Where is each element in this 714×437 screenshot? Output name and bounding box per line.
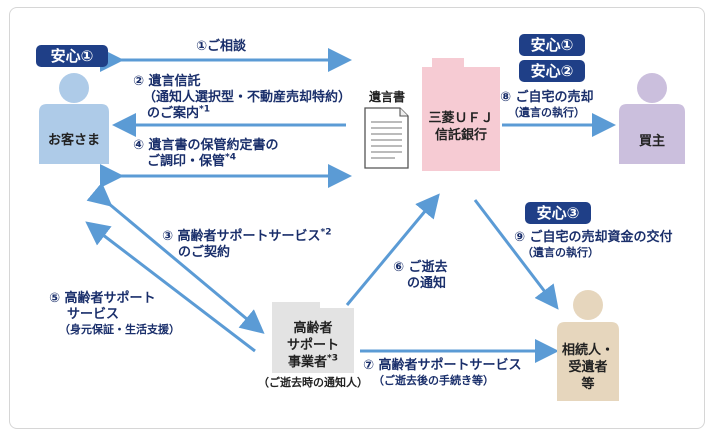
support-business-note: （ご逝去時の通知人） [258,376,368,389]
label-senior-contract: ③ 高齢者サポートサービス*2 のご契約 [162,227,332,260]
heir-label: 相続人・受遺者等 [561,343,614,392]
customer-person-icon [39,73,109,164]
buyer-badge-2: 安心② [519,60,585,82]
label-home-sale: ⑧ ご自宅の売却 （遺言の執行） [500,90,594,119]
arrow-senior-support [85,221,256,353]
arrow-proceeds [473,199,559,310]
buyer-badge-1: 安心① [519,34,585,56]
label-consultation: ①ご相談 [196,39,247,54]
customer-badge: 安心① [36,45,108,67]
will-document-label: 遺言書 [368,90,405,104]
arrow-senior-contract [86,182,265,334]
heir-badge: 安心③ [525,202,591,224]
will-document-icon [364,107,409,169]
support-business-box [272,308,354,373]
bank-building [422,67,500,171]
label-will-storage: ④ 遺言書の保管約定書の ご調印・保管*4 [133,138,279,169]
arrow-death-notice [345,193,440,306]
heir-person-icon [557,290,619,401]
label-post-death: ⑦ 高齢者サポートサービス （ご逝去後の手続き等） [363,358,522,387]
label-senior-support: ⑤ 高齢者サポート サービス （身元保証・生活支援） [49,291,180,336]
label-will-trust: ② 遺言信託 （通知人選択型・不動産売却特約） のご案内*1 [133,74,352,121]
customer-label: お客さま [47,133,100,148]
support-business-label: 高齢者 サポート 事業者*3 [286,321,339,370]
label-death-notice: ⑥ ご逝去 の通知 [393,260,448,291]
label-proceeds: ⑨ ご自宅の売却資金の交付 （遺言の執行） [514,230,673,259]
buyer-person-icon [619,73,685,164]
support-business-tab [272,302,320,312]
buyer-label: 買主 [638,134,665,149]
